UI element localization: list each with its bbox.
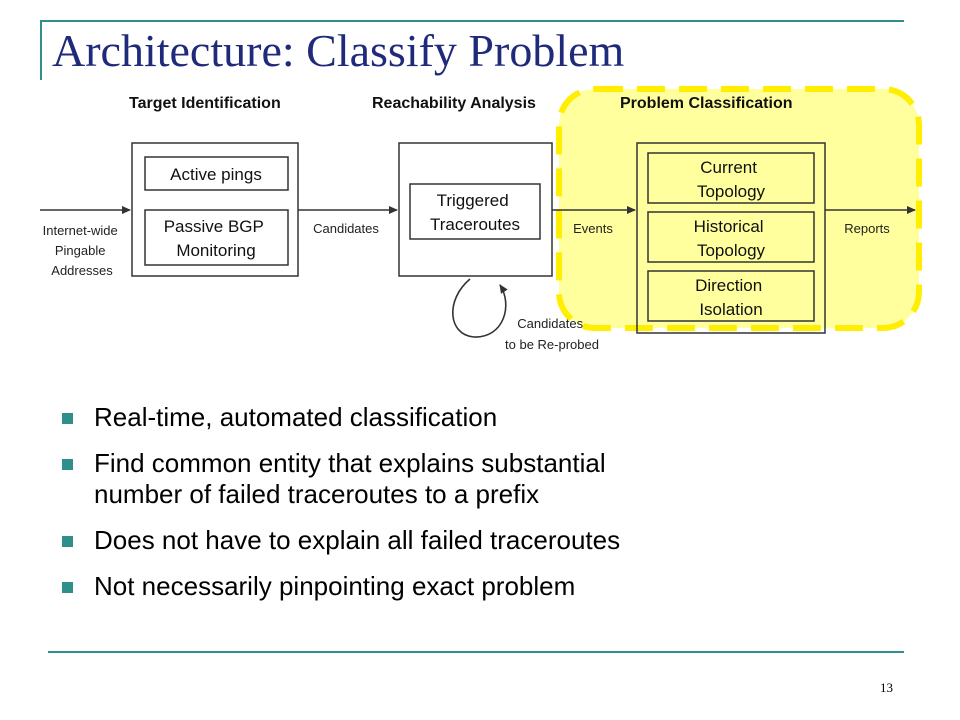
historical-topology-box (647, 211, 815, 263)
bullet-text: Does not have to explain all failed trac… (94, 525, 621, 555)
input-label: Internet-wide Pingable Addresses (43, 223, 122, 278)
active-pings-label: Active pings (170, 165, 262, 184)
reports-label: Reports (844, 221, 890, 236)
classification-box (636, 142, 826, 334)
bullet-square-icon (62, 459, 73, 470)
bullet-item: Not necessarily pinpointing exact proble… (60, 571, 920, 602)
direction-isolation-label: Direction Isolation (695, 276, 767, 319)
candidates-label: Candidates (313, 221, 379, 236)
bullet-list: Real-time, automated classification Find… (60, 402, 920, 617)
current-topology-box (647, 152, 815, 204)
bullet-text: Real-time, automated classification (94, 402, 498, 432)
header-problem-classification: Problem Classification (620, 95, 793, 112)
left-rule (40, 20, 42, 80)
triggered-traceroutes-box (409, 183, 541, 240)
top-rule (40, 20, 904, 22)
header-reachability-analysis: Reachability Analysis (372, 95, 536, 112)
bullet-square-icon (62, 582, 73, 593)
highlight-region (556, 86, 922, 331)
bullet-item: Real-time, automated classification (60, 402, 920, 433)
passive-bgp-label: Passive BGP Monitoring (164, 217, 269, 260)
historical-topology-label: Historical Topology (694, 217, 769, 260)
header-target-identification: Target Identification (129, 95, 281, 112)
bullet-square-icon (62, 413, 73, 424)
reprobe-loop-arrow (452, 278, 508, 338)
bullet-text: number of failed traceroutes to a prefix (94, 479, 540, 509)
bullet-square-icon (62, 536, 73, 547)
bullet-text: Find common entity that explains substan… (94, 448, 606, 478)
direction-isolation-box (647, 270, 815, 322)
triggered-traceroutes-label: Triggered Traceroutes (430, 191, 520, 234)
passive-bgp-box (144, 209, 289, 266)
slide-title: Architecture: Classify Problem (52, 25, 625, 76)
bullet-item: Find common entity that explains substan… (60, 448, 920, 510)
bullet-text: Not necessarily pinpointing exact proble… (94, 571, 576, 601)
events-label: Events (573, 221, 613, 236)
page-number: 13 (880, 680, 893, 695)
reprobe-label: Candidates to be Re-probed (505, 316, 599, 352)
active-pings-box (144, 156, 289, 191)
bottom-rule (48, 651, 904, 653)
current-topology-label: Current Topology (697, 158, 766, 201)
bullet-item: Does not have to explain all failed trac… (60, 525, 920, 556)
